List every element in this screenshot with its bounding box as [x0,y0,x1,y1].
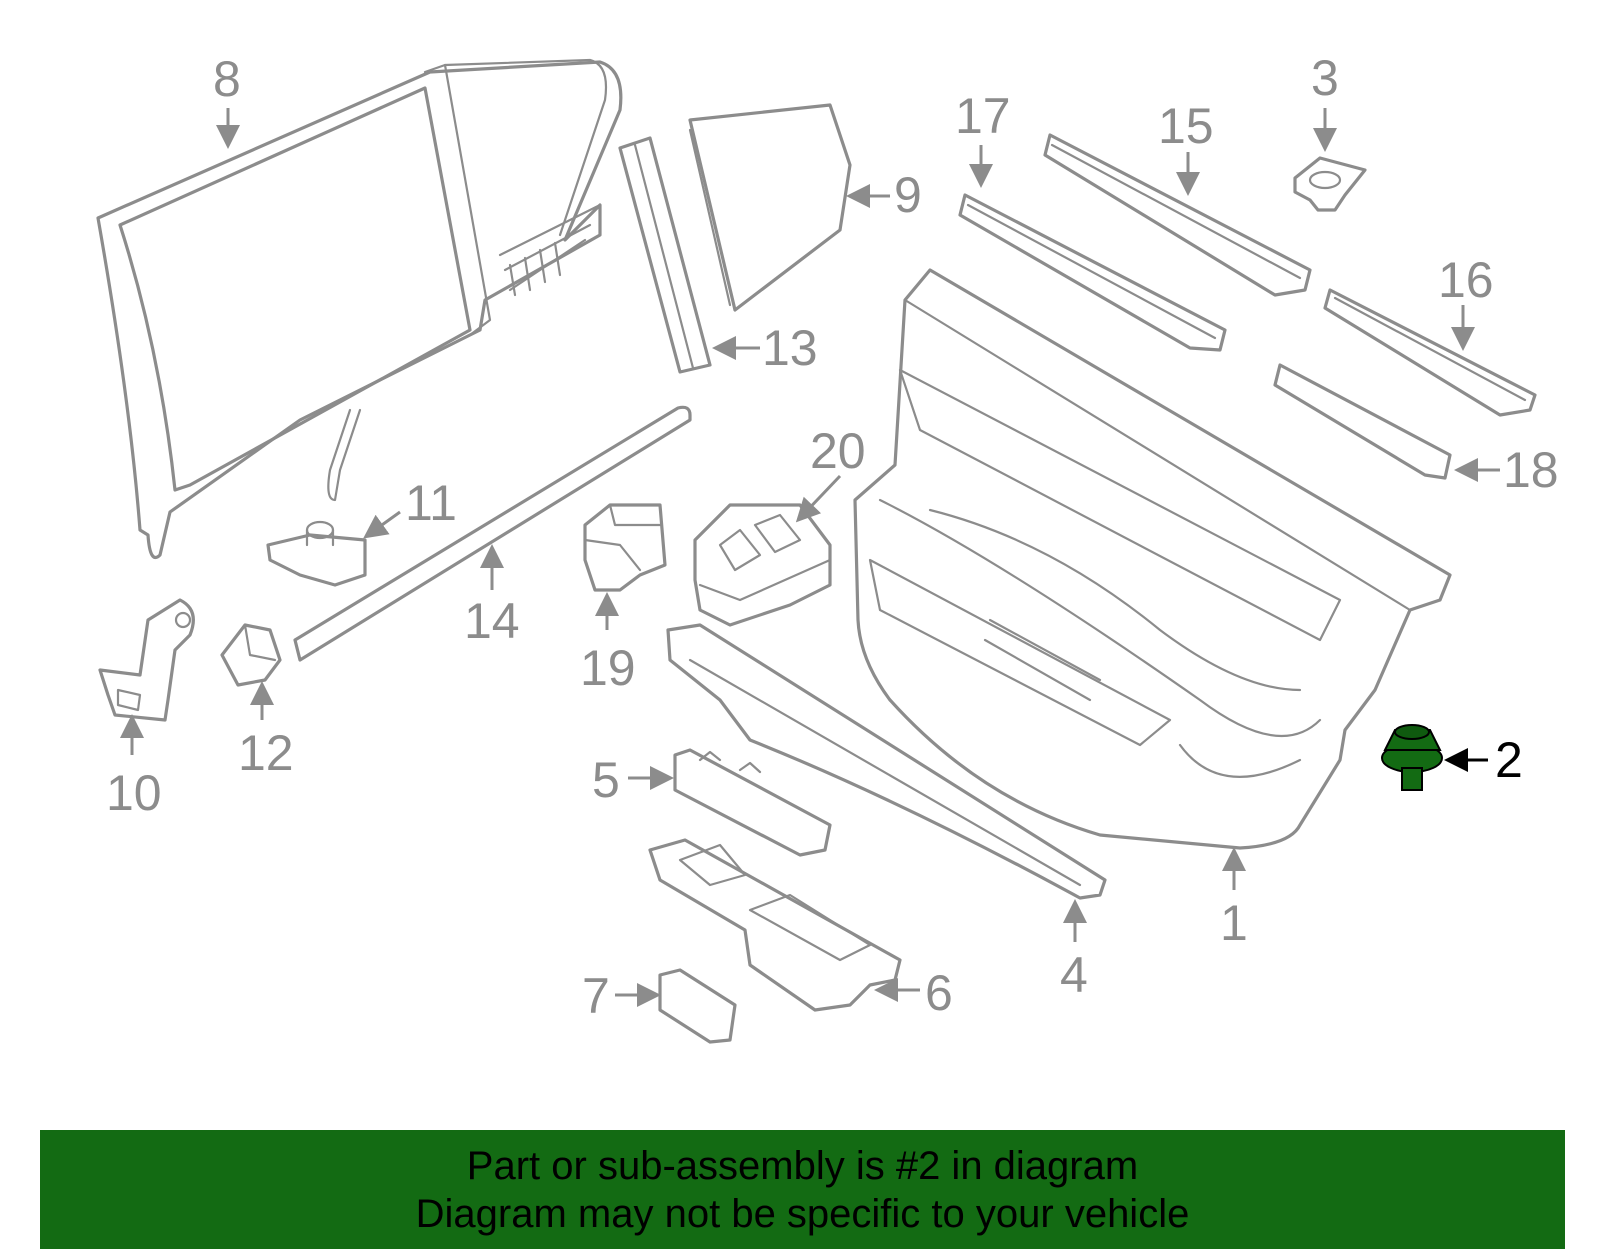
part-6-switch-panel[interactable] [648,838,902,1012]
part-19-window-switch[interactable] [583,503,667,592]
callout-13: 13 [762,320,818,376]
callout-15: 15 [1158,98,1214,154]
callout-20: 20 [810,423,866,479]
part-9-quarter-glass[interactable] [688,103,852,312]
callout-4: 4 [1060,947,1088,1003]
part-8-window-frame[interactable] [96,58,623,560]
callout-8: 8 [213,51,241,107]
part-4-armrest-strip[interactable] [666,623,1107,900]
part-10-hinge-bracket[interactable] [98,598,195,722]
callout-9: 9 [894,167,922,223]
part-15-weatherstrip[interactable] [1043,133,1312,297]
part-11-actuator[interactable] [266,520,367,587]
part-2-push-clip[interactable] [1381,724,1443,791]
part-16-weatherstrip[interactable] [1323,288,1537,417]
callout-6: 6 [925,965,953,1021]
callout-18: 18 [1503,442,1559,498]
part-5-bracket[interactable] [673,748,832,857]
callout-1: 1 [1220,895,1248,951]
part-17-weatherstrip[interactable] [958,193,1227,352]
parts-diagram: 8 9 13 17 15 3 16 18 20 11 14 19 10 12 5… [96,50,1559,1044]
info-banner: Part or sub-assembly is #2 in diagram Di… [40,1130,1565,1249]
part-14-lock-rod[interactable] [293,405,692,662]
part-3-clip[interactable] [1293,156,1367,212]
banner-line-2: Diagram may not be specific to your vehi… [415,1192,1190,1236]
callout-12: 12 [238,725,294,781]
callout-19: 19 [580,640,636,696]
part-18-trim-strip[interactable] [1273,363,1452,480]
part-13-glass-channel[interactable] [618,136,712,374]
callout-16: 16 [1438,252,1494,308]
part-7-switch-cover[interactable] [658,968,737,1044]
callout-3: 3 [1311,50,1339,106]
callout-5: 5 [592,752,620,808]
callout-7: 7 [582,968,610,1024]
part-1-door-trim-panel[interactable] [853,268,1452,850]
banner-line-1: Part or sub-assembly is #2 in diagram [466,1144,1139,1188]
callout-17: 17 [955,88,1011,144]
part-12-knob[interactable] [220,623,282,687]
part-20-master-switch[interactable] [693,503,832,627]
callout-11: 11 [405,475,457,531]
callout-2: 2 [1495,732,1523,788]
callout-14: 14 [464,593,520,649]
callout-10: 10 [106,765,162,821]
